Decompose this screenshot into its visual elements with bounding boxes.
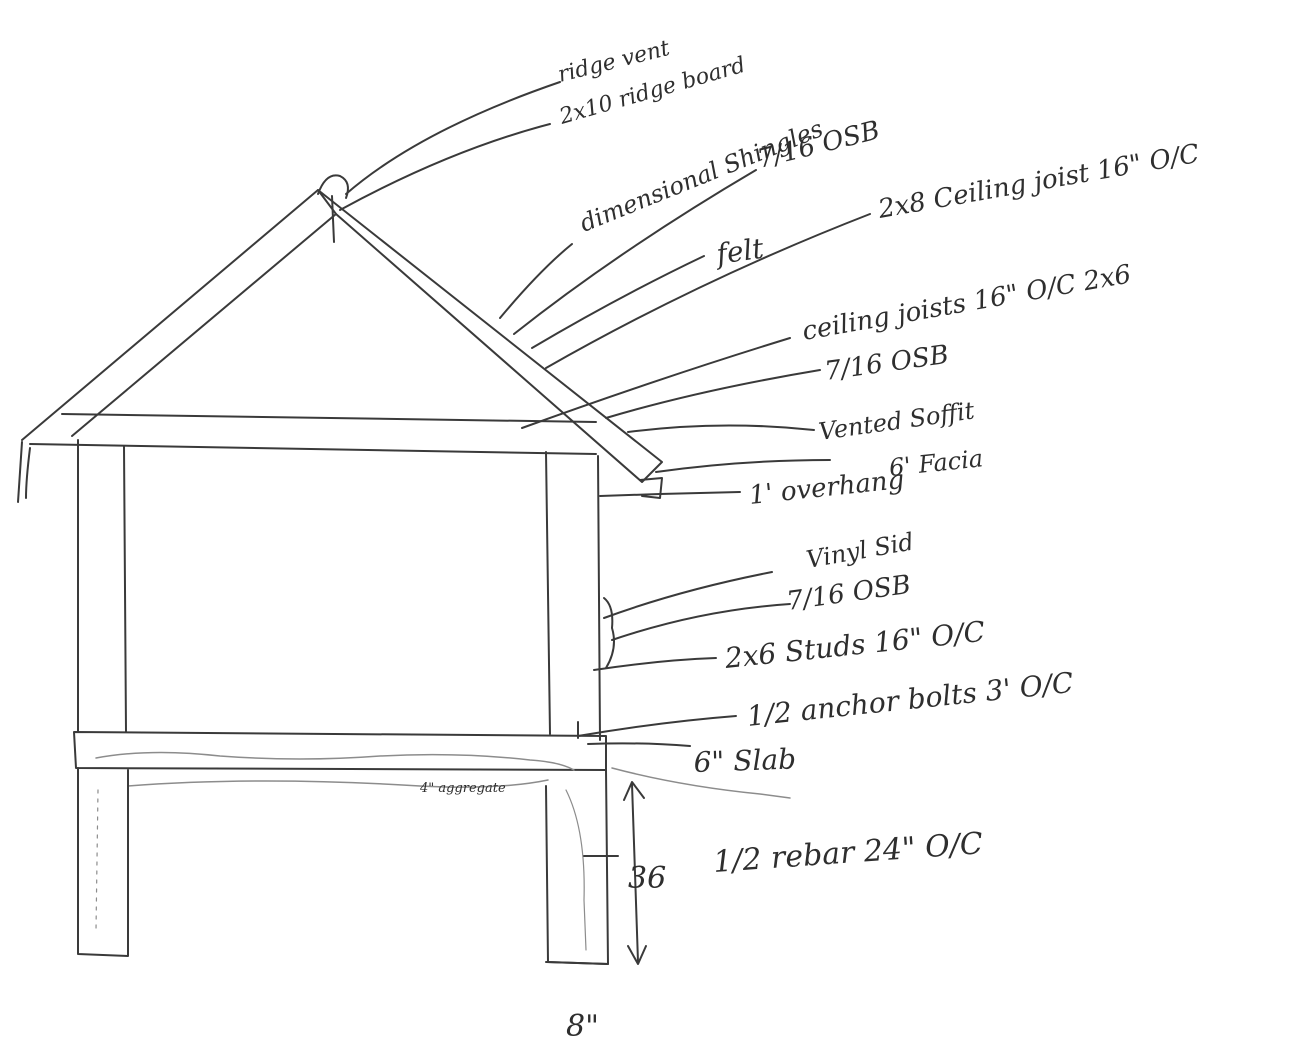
rebar-label: 1/2 rebar 24" O/C (712, 826, 984, 880)
vinyl-siding-label: Vinyl Sid (804, 528, 916, 574)
left-wall-inner (123, 445, 127, 733)
width-dimension (545, 961, 609, 965)
fascia-board (639, 477, 663, 499)
ridge-board (331, 195, 335, 243)
depth-dimension-arrow (623, 781, 647, 965)
felt-label: felt (712, 232, 766, 272)
right-rafter (317, 189, 663, 483)
overhang-label: 1' overhang (748, 465, 906, 511)
grade-line (611, 767, 791, 799)
annotations: ridge vent 2x10 ridge board dimensional … (419, 36, 1202, 1044)
ridge-vent-cap (317, 174, 349, 199)
slab-label: 6" Slab (693, 742, 796, 779)
leader-lines (339, 81, 871, 857)
ceiling-joist-2x8-label: 2x8 Ceiling joist 16" O/C (875, 139, 1202, 225)
aggregate-line (127, 779, 549, 788)
right-wall-outer (597, 455, 601, 741)
roof-structure (17, 174, 663, 503)
vented-soffit-label: Vented Soffit (817, 396, 977, 446)
shingles-label: dimensional Shingles (576, 114, 827, 237)
studs-label: 2x6 Studs 16" O/C (722, 615, 986, 675)
right-wall-inner (545, 451, 551, 735)
vinyl-siding-mark (603, 597, 615, 669)
ceiling-joist-2x6-label: ceiling joists 16" O/C 2x6 (800, 259, 1133, 346)
anchor-bolts-label: 1/2 anchor bolts 3' O/C (745, 666, 1075, 733)
rafter-tail-left (17, 441, 31, 503)
walls (77, 439, 615, 741)
aggregate-label: 4" aggregate (419, 781, 506, 796)
left-footing (77, 767, 129, 957)
slab (73, 731, 607, 788)
right-footing (545, 769, 609, 965)
ceiling-osb-label: 7/16 OSB (823, 340, 951, 387)
wall-osb-label: 7/16 OSB (785, 570, 913, 617)
left-rafter (21, 189, 337, 441)
footing-depth-label: 36 (628, 861, 666, 896)
footing-width-label: 8" (566, 1009, 599, 1044)
ceiling-joist (29, 413, 597, 455)
